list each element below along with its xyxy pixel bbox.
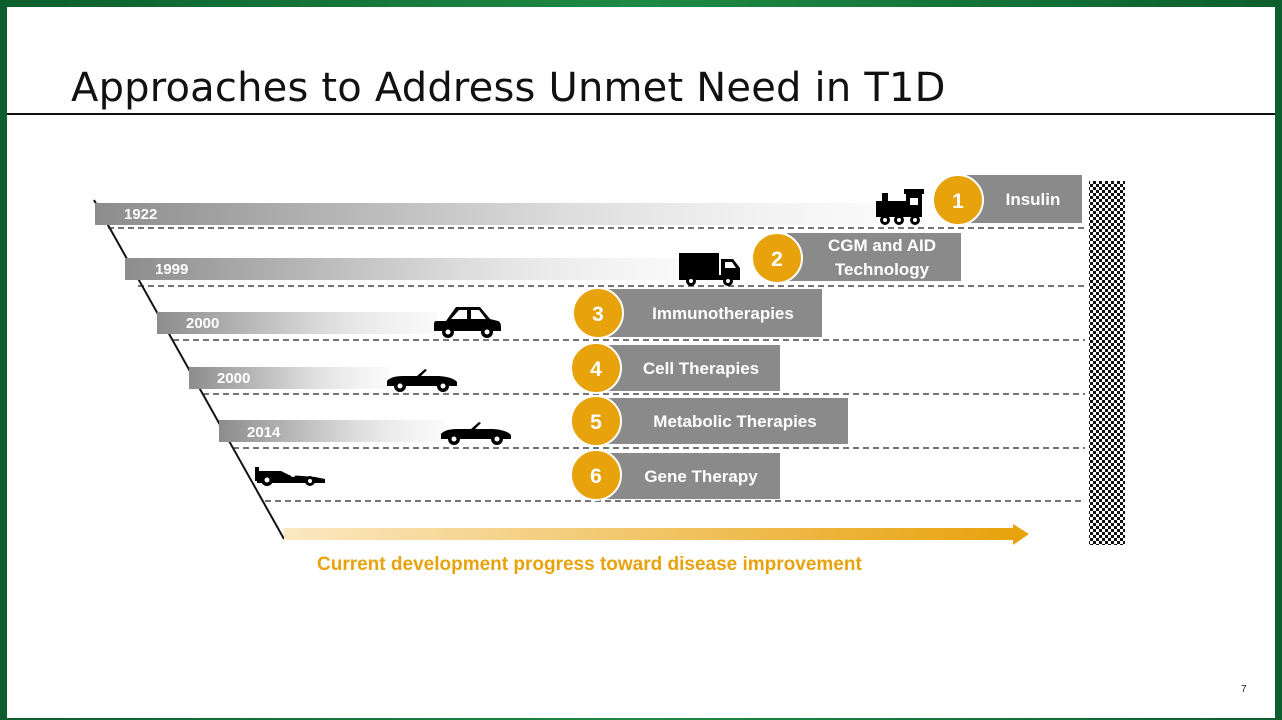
sedan-icon: [434, 307, 501, 338]
convertible-icon: [441, 422, 511, 445]
progress-bar: [219, 420, 444, 442]
number-badge: [570, 395, 622, 447]
slide: Approaches to Address Unmet Need in T1D: [7, 7, 1275, 718]
year-label: 2000: [217, 370, 250, 387]
approach-box: [967, 175, 1082, 223]
number-label: 1: [952, 190, 964, 213]
timeline-row: 2014 5 Metabolic Therapies: [219, 395, 1085, 449]
number-label: 4: [590, 358, 602, 381]
number-label: 6: [590, 465, 602, 488]
approach-box: [787, 233, 961, 281]
timeline-row: 1922 1 Insulin: [95, 174, 1085, 229]
checkered-flag-icon: [1089, 181, 1125, 545]
race-car-icon: [255, 467, 325, 486]
number-label: 2: [771, 248, 783, 271]
number-badge: [570, 342, 622, 394]
number-badge: [572, 287, 624, 339]
number-label: 3: [592, 303, 604, 326]
approach-box: [607, 289, 822, 337]
number-badge: [751, 232, 803, 284]
number-badge: [932, 174, 984, 226]
slide-title: Approaches to Address Unmet Need in T1D: [71, 65, 946, 111]
year-label: 2014: [247, 424, 281, 441]
approach-label: CGM and AID: [828, 236, 936, 255]
timeline-row: 1999 2 CGM and AID Technology: [125, 232, 1085, 287]
approach-box: [605, 345, 780, 391]
progress-bar: [125, 258, 685, 280]
page-number: 7: [1241, 684, 1247, 695]
approach-box: [605, 453, 780, 499]
year-label: 1922: [124, 206, 157, 223]
train-icon: [876, 189, 924, 225]
progress-arrow: [284, 524, 1029, 545]
approach-label: Cell Therapies: [643, 359, 759, 378]
progress-label: Current development progress toward dise…: [317, 554, 862, 575]
convertible-icon: [387, 369, 457, 392]
approach-label: Gene Therapy: [644, 467, 758, 486]
approach-label: Insulin: [1006, 190, 1061, 209]
title-divider: [7, 113, 1275, 115]
progress-bar: [95, 203, 875, 225]
year-label: 1999: [155, 261, 188, 278]
approach-label: Immunotherapies: [652, 304, 794, 323]
timeline-row: 2000 3 Immunotherapies: [157, 287, 1085, 341]
approach-box: [605, 398, 848, 444]
number-badge: [570, 449, 622, 501]
truck-icon: [679, 253, 740, 286]
progress-diagram: 1922 1 Insulin 1999 2 CGM and AID Technology 20…: [93, 174, 1125, 575]
number-label: 5: [590, 411, 602, 434]
timeline-row: 2000 4 Cell Therapies: [189, 342, 1085, 395]
progress-bar: [157, 312, 437, 334]
progress-bar: [189, 367, 389, 389]
year-label: 2000: [186, 315, 219, 332]
approach-label: Metabolic Therapies: [653, 412, 816, 431]
timeline-row: 6 Gene Therapy: [255, 449, 1085, 502]
approach-label: Technology: [835, 260, 930, 279]
